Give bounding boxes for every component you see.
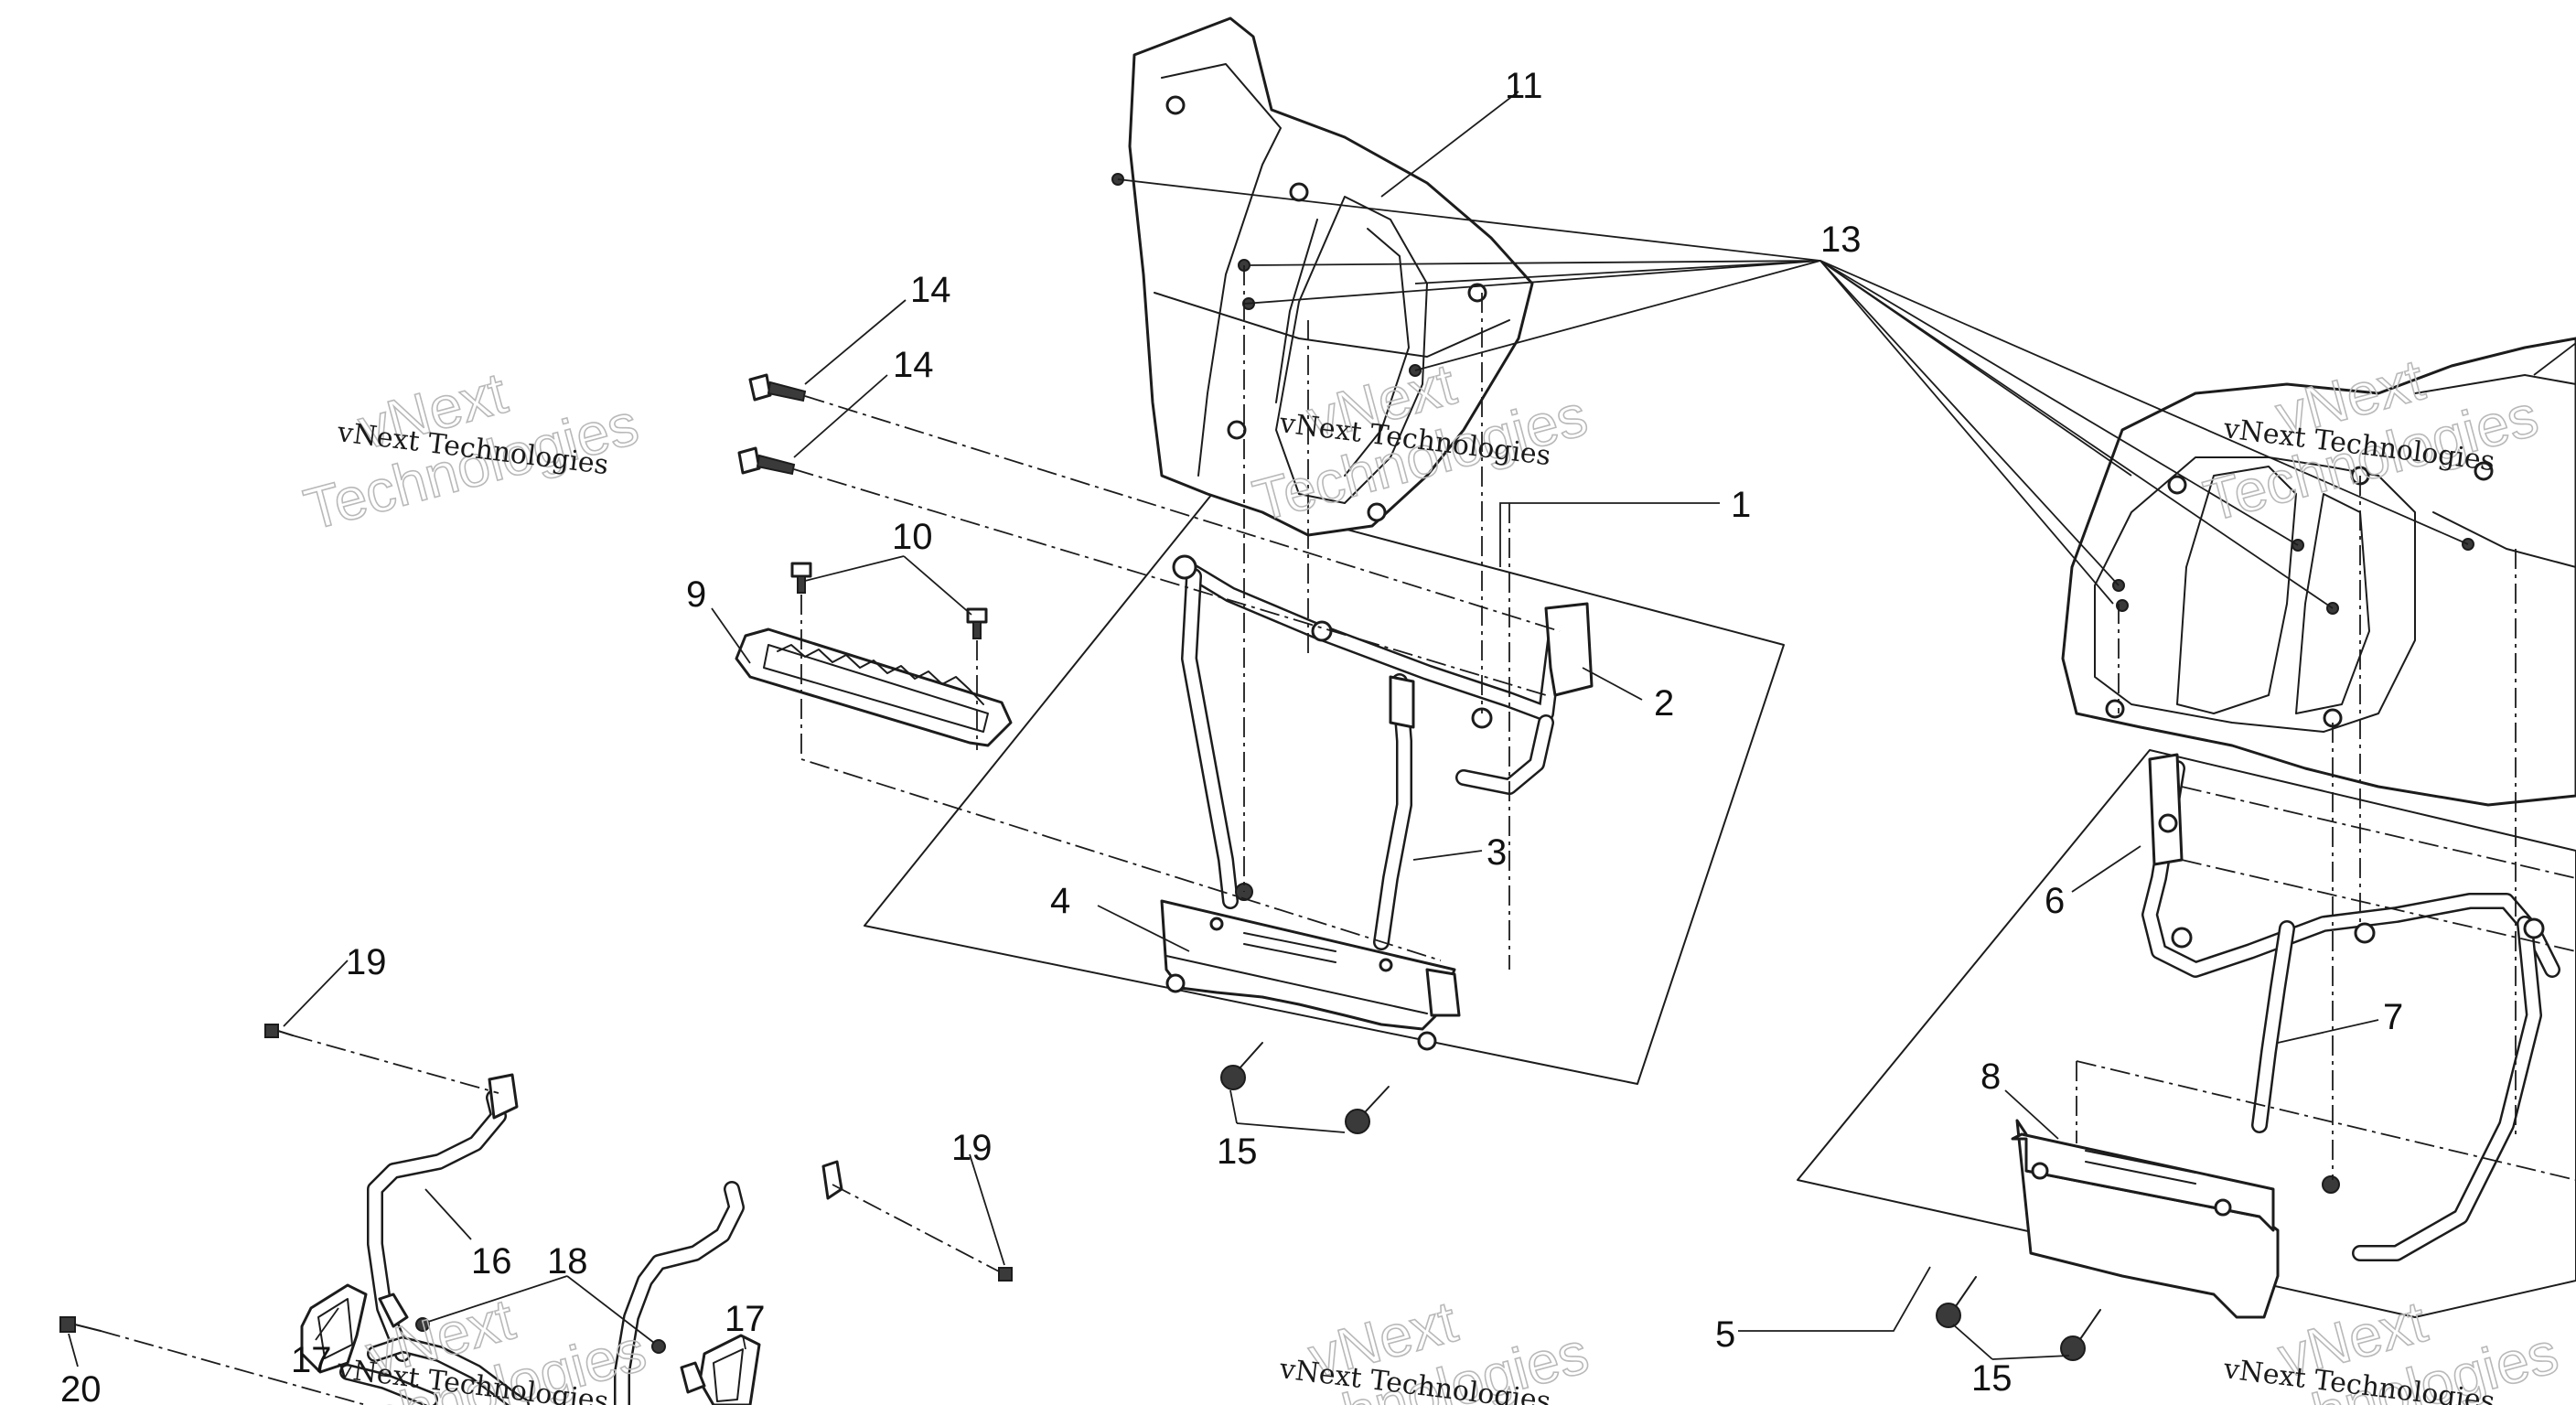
callout-5: 5 [1715,1314,1735,1355]
mounting-plate-left [864,493,1785,1085]
callout-17-left: 17 [291,1340,332,1380]
callout-7: 7 [2383,997,2403,1037]
footrest-bracket-right [2141,753,2560,1261]
callout-11: 11 [1505,66,1543,106]
leader-lines [68,91,2576,1367]
callout-19-left: 19 [346,942,387,982]
callout-15-left: 15 [1217,1132,1258,1172]
callout-14-lower: 14 [893,345,934,385]
fastener-18 [415,1317,666,1354]
footrest-shroud-right [2061,337,2576,807]
callout-2: 2 [1654,683,1674,724]
callout-1: 1 [1731,485,1751,525]
footrest-shroud-left [1128,16,1534,537]
bolt-15-right-a [1936,1276,1977,1328]
bolt-14-upper [748,373,807,402]
bolt-14-lower [737,446,796,476]
callout-20: 20 [60,1369,102,1405]
bolt-15-right-b [2060,1309,2101,1361]
bolt-20 [59,1316,102,1333]
callout-3: 3 [1487,832,1507,873]
watermark-top-right: vNext Technologies [2196,346,2545,535]
footrest-mount-block-right [2011,1119,2280,1319]
callout-9: 9 [686,574,706,615]
callout-10: 10 [892,517,933,557]
guard-clamp [378,1292,706,1394]
bolt-15-left-b [1345,1086,1390,1134]
callout-17-right: 17 [724,1299,766,1339]
callout-19-right: 19 [951,1128,993,1168]
footrest-bracket-left [1172,554,1594,950]
bolt-15-left-a [1220,1042,1263,1090]
screw-10-left [790,562,812,594]
callout-13: 13 [1820,220,1862,260]
bolt-19-right [998,1267,1013,1282]
callout-15-right: 15 [1971,1358,2012,1399]
guard-pad-left [300,1283,368,1374]
guard-pad-right [698,1334,761,1405]
callout-4: 4 [1050,881,1070,921]
front-guard-bar [339,1073,843,1405]
screw-10-right [966,607,988,639]
callout-6: 6 [2045,881,2065,921]
callout-14-upper: 14 [910,270,951,310]
callout-16: 16 [471,1241,512,1282]
mounting-plate-right [1797,749,2576,1318]
callout-18: 18 [547,1241,588,1282]
bolt-19-left [264,1024,294,1038]
callout-labels: 11 13 1 2 3 4 14 14 10 9 15 19 19 16 18 … [60,66,2403,1405]
step-pad [735,627,1013,747]
assembly-lines [100,265,2576,1405]
callout-8: 8 [1980,1056,2001,1097]
footrest-mount-block-left [1160,899,1461,1051]
